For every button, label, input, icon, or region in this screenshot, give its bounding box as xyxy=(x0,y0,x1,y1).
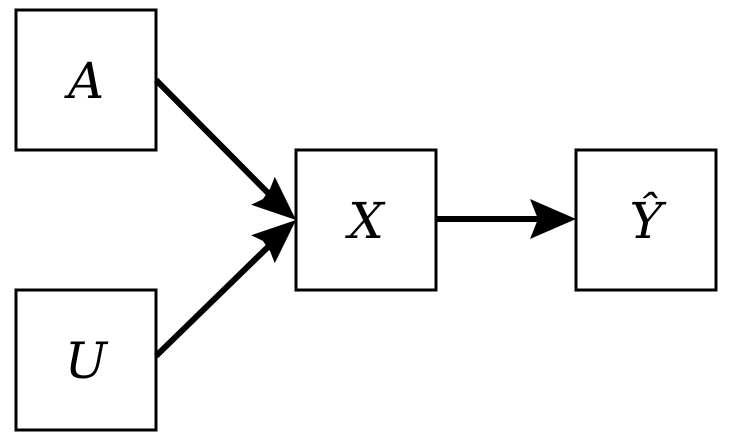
edge-x-to-yhat xyxy=(436,199,576,239)
node-a: A xyxy=(14,8,158,152)
node-x-box xyxy=(294,148,438,292)
node-x: X xyxy=(294,148,438,292)
node-u-label: U xyxy=(65,332,109,390)
node-x-label: X xyxy=(344,192,386,250)
edge-u-to-x-line xyxy=(153,242,273,359)
node-yhat-label: Ŷ xyxy=(629,191,666,250)
node-a-label: A xyxy=(64,52,104,110)
node-u-box xyxy=(14,288,158,432)
node-yhat-box xyxy=(574,148,718,292)
edge-x-to-yhat-arrowhead xyxy=(530,199,576,239)
edge-a-to-x xyxy=(153,77,296,220)
edge-u-to-x-arrowhead xyxy=(251,220,296,264)
node-yhat: Ŷ xyxy=(574,148,718,292)
edge-a-to-x-arrowhead xyxy=(251,176,296,220)
edge-u-to-x xyxy=(153,220,296,359)
edge-a-to-x-line xyxy=(153,77,273,198)
node-u: U xyxy=(14,288,158,432)
node-a-box xyxy=(14,8,158,152)
